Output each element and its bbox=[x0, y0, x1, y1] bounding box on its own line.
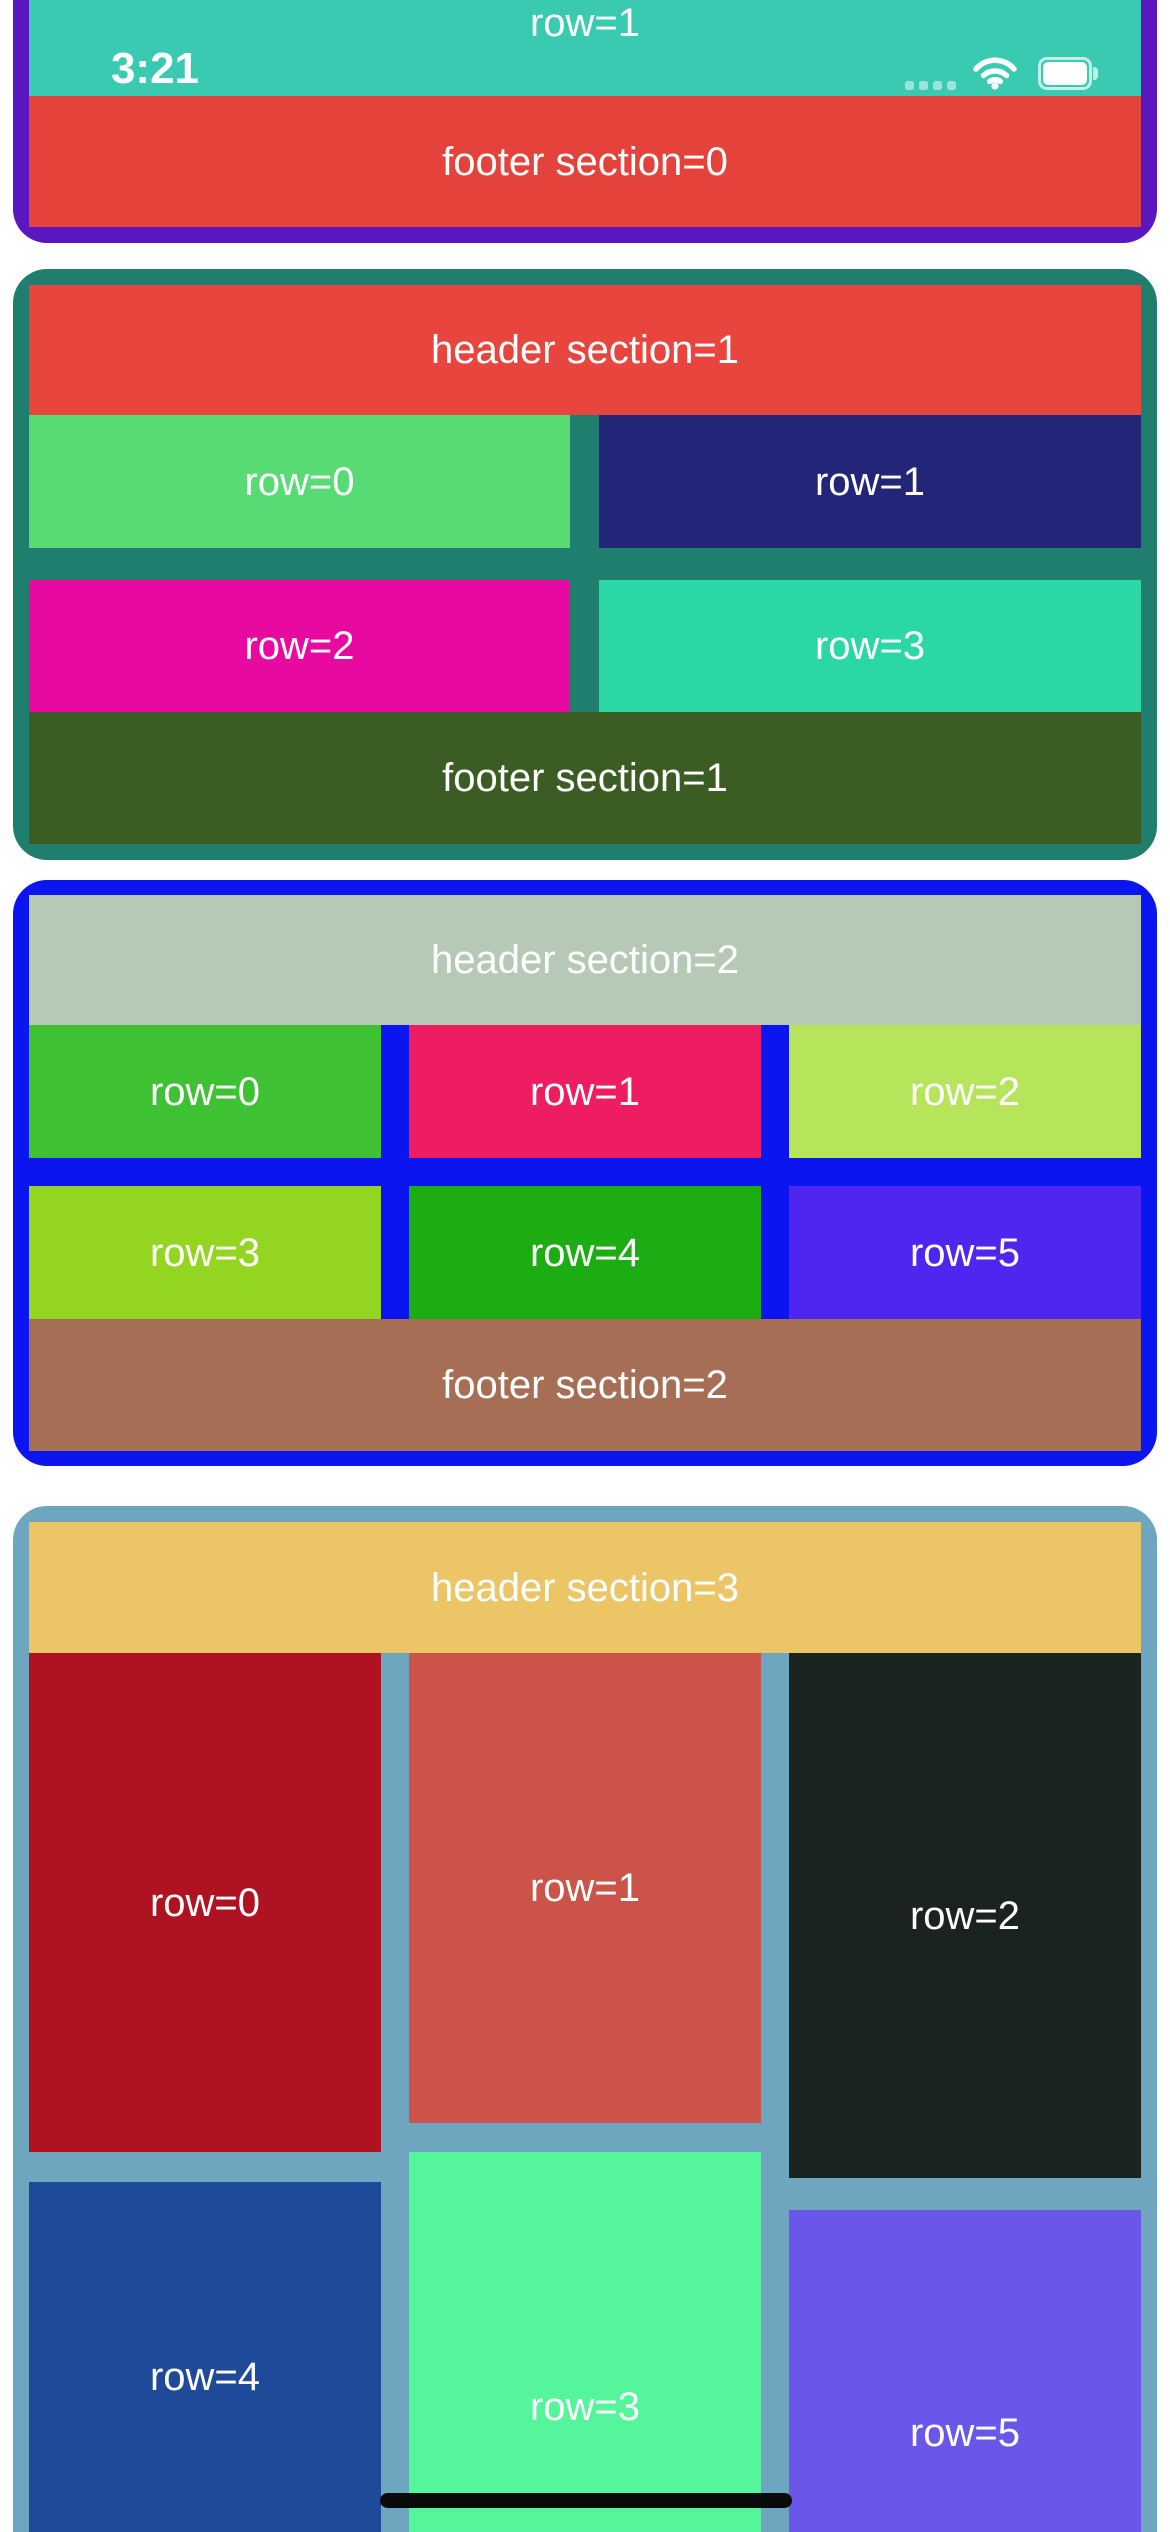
header-section-1: header section=1 bbox=[29, 285, 1141, 415]
cellular-dot bbox=[947, 81, 956, 90]
cell-label: row=2 bbox=[909, 1069, 1021, 1114]
cellular-dot bbox=[905, 81, 914, 90]
footer-label: footer section=2 bbox=[442, 1363, 728, 1407]
cell-section0-row1[interactable]: row=1 bbox=[29, 0, 1141, 96]
cell-section3-row5[interactable]: row=5 bbox=[789, 2210, 1141, 2532]
cell-section2-row1[interactable]: row=1 bbox=[409, 1025, 761, 1158]
cell-section2-row0[interactable]: row=0 bbox=[29, 1025, 381, 1158]
cell-label: row=1 bbox=[814, 459, 926, 504]
cell-label: row=2 bbox=[909, 1893, 1021, 1938]
cell-label: row=0 bbox=[149, 1069, 261, 1114]
cell-label: row=5 bbox=[909, 2411, 1021, 2455]
header-section-3: header section=3 bbox=[29, 1522, 1141, 1653]
cell-section3-row4[interactable]: row=4 bbox=[29, 2182, 381, 2532]
cell-label: row=2 bbox=[244, 624, 355, 668]
cell-section1-row2[interactable]: row=2 bbox=[29, 580, 570, 712]
header-label: header section=2 bbox=[430, 938, 739, 982]
battery-icon bbox=[1038, 57, 1098, 90]
footer-section-1: footer section=1 bbox=[29, 712, 1141, 844]
header-label: header section=3 bbox=[430, 1565, 739, 1610]
header-section-2: header section=2 bbox=[29, 895, 1141, 1025]
battery-level bbox=[1043, 62, 1087, 85]
cell-section1-row1[interactable]: row=1 bbox=[599, 415, 1141, 548]
cell-label: row=5 bbox=[909, 1230, 1021, 1275]
cell-label: row=1 bbox=[529, 1, 641, 45]
cell-section1-row3[interactable]: row=3 bbox=[599, 580, 1141, 712]
footer-section-0: footer section=0 bbox=[29, 96, 1141, 227]
cell-section1-row0[interactable]: row=0 bbox=[29, 415, 570, 548]
cell-section3-row3[interactable]: row=3 bbox=[409, 2152, 761, 2532]
cell-label: row=3 bbox=[529, 2385, 641, 2429]
header-label: header section=1 bbox=[430, 328, 739, 372]
battery-nub bbox=[1093, 67, 1098, 80]
cell-label: row=1 bbox=[529, 1069, 641, 1114]
cellular-dot bbox=[919, 81, 928, 90]
section-1-frame: header section=1 row=0 row=1 row=2 row=3… bbox=[13, 269, 1157, 860]
cell-label: row=4 bbox=[149, 2355, 261, 2399]
cell-section3-row1[interactable]: row=1 bbox=[409, 1653, 761, 2123]
cell-section3-row0[interactable]: row=0 bbox=[29, 1653, 381, 2152]
wifi-icon bbox=[971, 54, 1019, 95]
status-time: 3:21 bbox=[110, 44, 200, 93]
cell-label: row=1 bbox=[529, 1866, 641, 1910]
cell-section2-row5[interactable]: row=5 bbox=[789, 1186, 1141, 1319]
cell-section2-row2[interactable]: row=2 bbox=[789, 1025, 1141, 1158]
section-2-frame: header section=2 row=0 row=1 row=2 row=3… bbox=[13, 880, 1157, 1466]
cell-section2-row4[interactable]: row=4 bbox=[409, 1186, 761, 1319]
cell-section3-row2[interactable]: row=2 bbox=[789, 1653, 1141, 2178]
section-0-frame: row=1 footer section=0 bbox=[13, 0, 1157, 243]
cell-label: row=3 bbox=[149, 1230, 261, 1275]
footer-label: footer section=0 bbox=[442, 139, 728, 184]
status-bar: 3:21 bbox=[0, 0, 1170, 110]
cell-label: row=4 bbox=[529, 1230, 641, 1275]
home-indicator[interactable] bbox=[380, 2493, 792, 2508]
cell-label: row=0 bbox=[244, 459, 355, 504]
footer-section-2: footer section=2 bbox=[29, 1319, 1141, 1451]
cell-label: row=3 bbox=[814, 624, 926, 668]
cell-section2-row3[interactable]: row=3 bbox=[29, 1186, 381, 1319]
cell-label: row=0 bbox=[149, 1880, 261, 1925]
cellular-signal-icon bbox=[905, 81, 956, 90]
cellular-dot bbox=[933, 81, 942, 90]
footer-label: footer section=1 bbox=[442, 756, 728, 800]
section-3-frame: header section=3 row=0 row=1 row=2 row=4… bbox=[13, 1506, 1157, 2532]
